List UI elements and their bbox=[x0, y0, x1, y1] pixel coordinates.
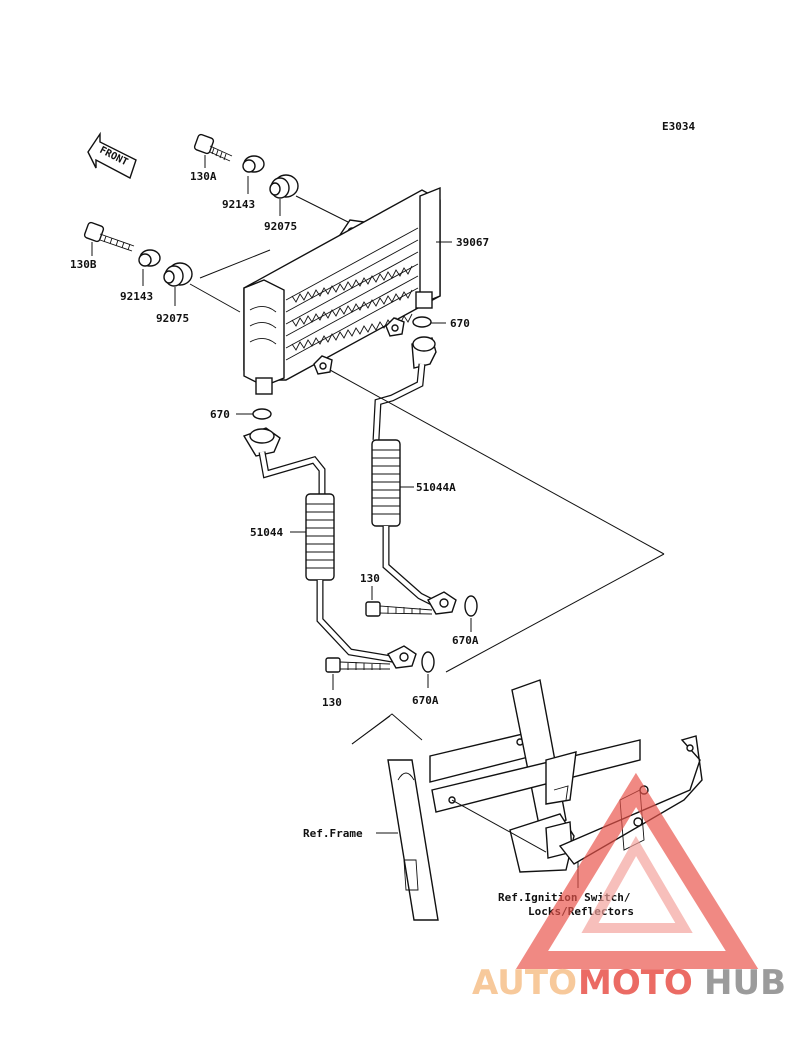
diagram-code: E3034 bbox=[662, 120, 695, 133]
frame-section bbox=[351, 679, 641, 921]
label-39067: 39067 bbox=[456, 236, 489, 249]
svg-text:HUB: HUB bbox=[704, 963, 786, 1003]
label-51044a: 51044A bbox=[416, 481, 456, 494]
label-92143-mid: 92143 bbox=[120, 290, 153, 303]
collar-92143-top bbox=[242, 155, 265, 173]
label-670a-lower: 670A bbox=[412, 694, 439, 707]
front-arrow-icon: FRONT bbox=[87, 131, 137, 180]
label-92075-mid: 92075 bbox=[156, 312, 189, 325]
svg-text:MOTO: MOTO bbox=[578, 963, 693, 1003]
label-130b: 130B bbox=[70, 258, 97, 271]
oil-cooler-39067 bbox=[243, 186, 441, 395]
label-130-lower: 130 bbox=[322, 696, 342, 709]
grommet-92075-top bbox=[269, 174, 299, 199]
label-670a-upper: 670A bbox=[452, 634, 479, 647]
ref-frame-label: Ref.Frame bbox=[303, 827, 363, 840]
ref-ignition-label-line2: Locks/Reflectors bbox=[528, 905, 634, 918]
bolt-130a bbox=[193, 133, 233, 162]
automotohub-watermark-logo: AUTO MOTO HUB bbox=[472, 772, 786, 1003]
label-670-right: 670 bbox=[450, 317, 470, 330]
label-51044: 51044 bbox=[250, 526, 283, 539]
label-130a: 130A bbox=[190, 170, 217, 183]
label-130-upper: 130 bbox=[360, 572, 380, 585]
label-92143-top: 92143 bbox=[222, 198, 255, 211]
collar-92143-mid bbox=[138, 249, 161, 267]
bolt-130-upper bbox=[365, 601, 433, 617]
oring-670-right bbox=[412, 316, 432, 328]
oring-670-left bbox=[252, 408, 272, 420]
oil-hose-51044 bbox=[242, 427, 417, 669]
svg-text:AUTO: AUTO bbox=[472, 963, 577, 1003]
bolt-130b bbox=[83, 221, 135, 252]
oring-670a-lower bbox=[421, 651, 435, 673]
label-92075-top: 92075 bbox=[264, 220, 297, 233]
label-670-left: 670 bbox=[210, 408, 230, 421]
oil-hose-51044a bbox=[371, 336, 457, 615]
bolt-130-lower bbox=[325, 657, 391, 673]
grommet-92075-mid bbox=[163, 262, 193, 287]
oring-670a-upper bbox=[464, 595, 478, 617]
